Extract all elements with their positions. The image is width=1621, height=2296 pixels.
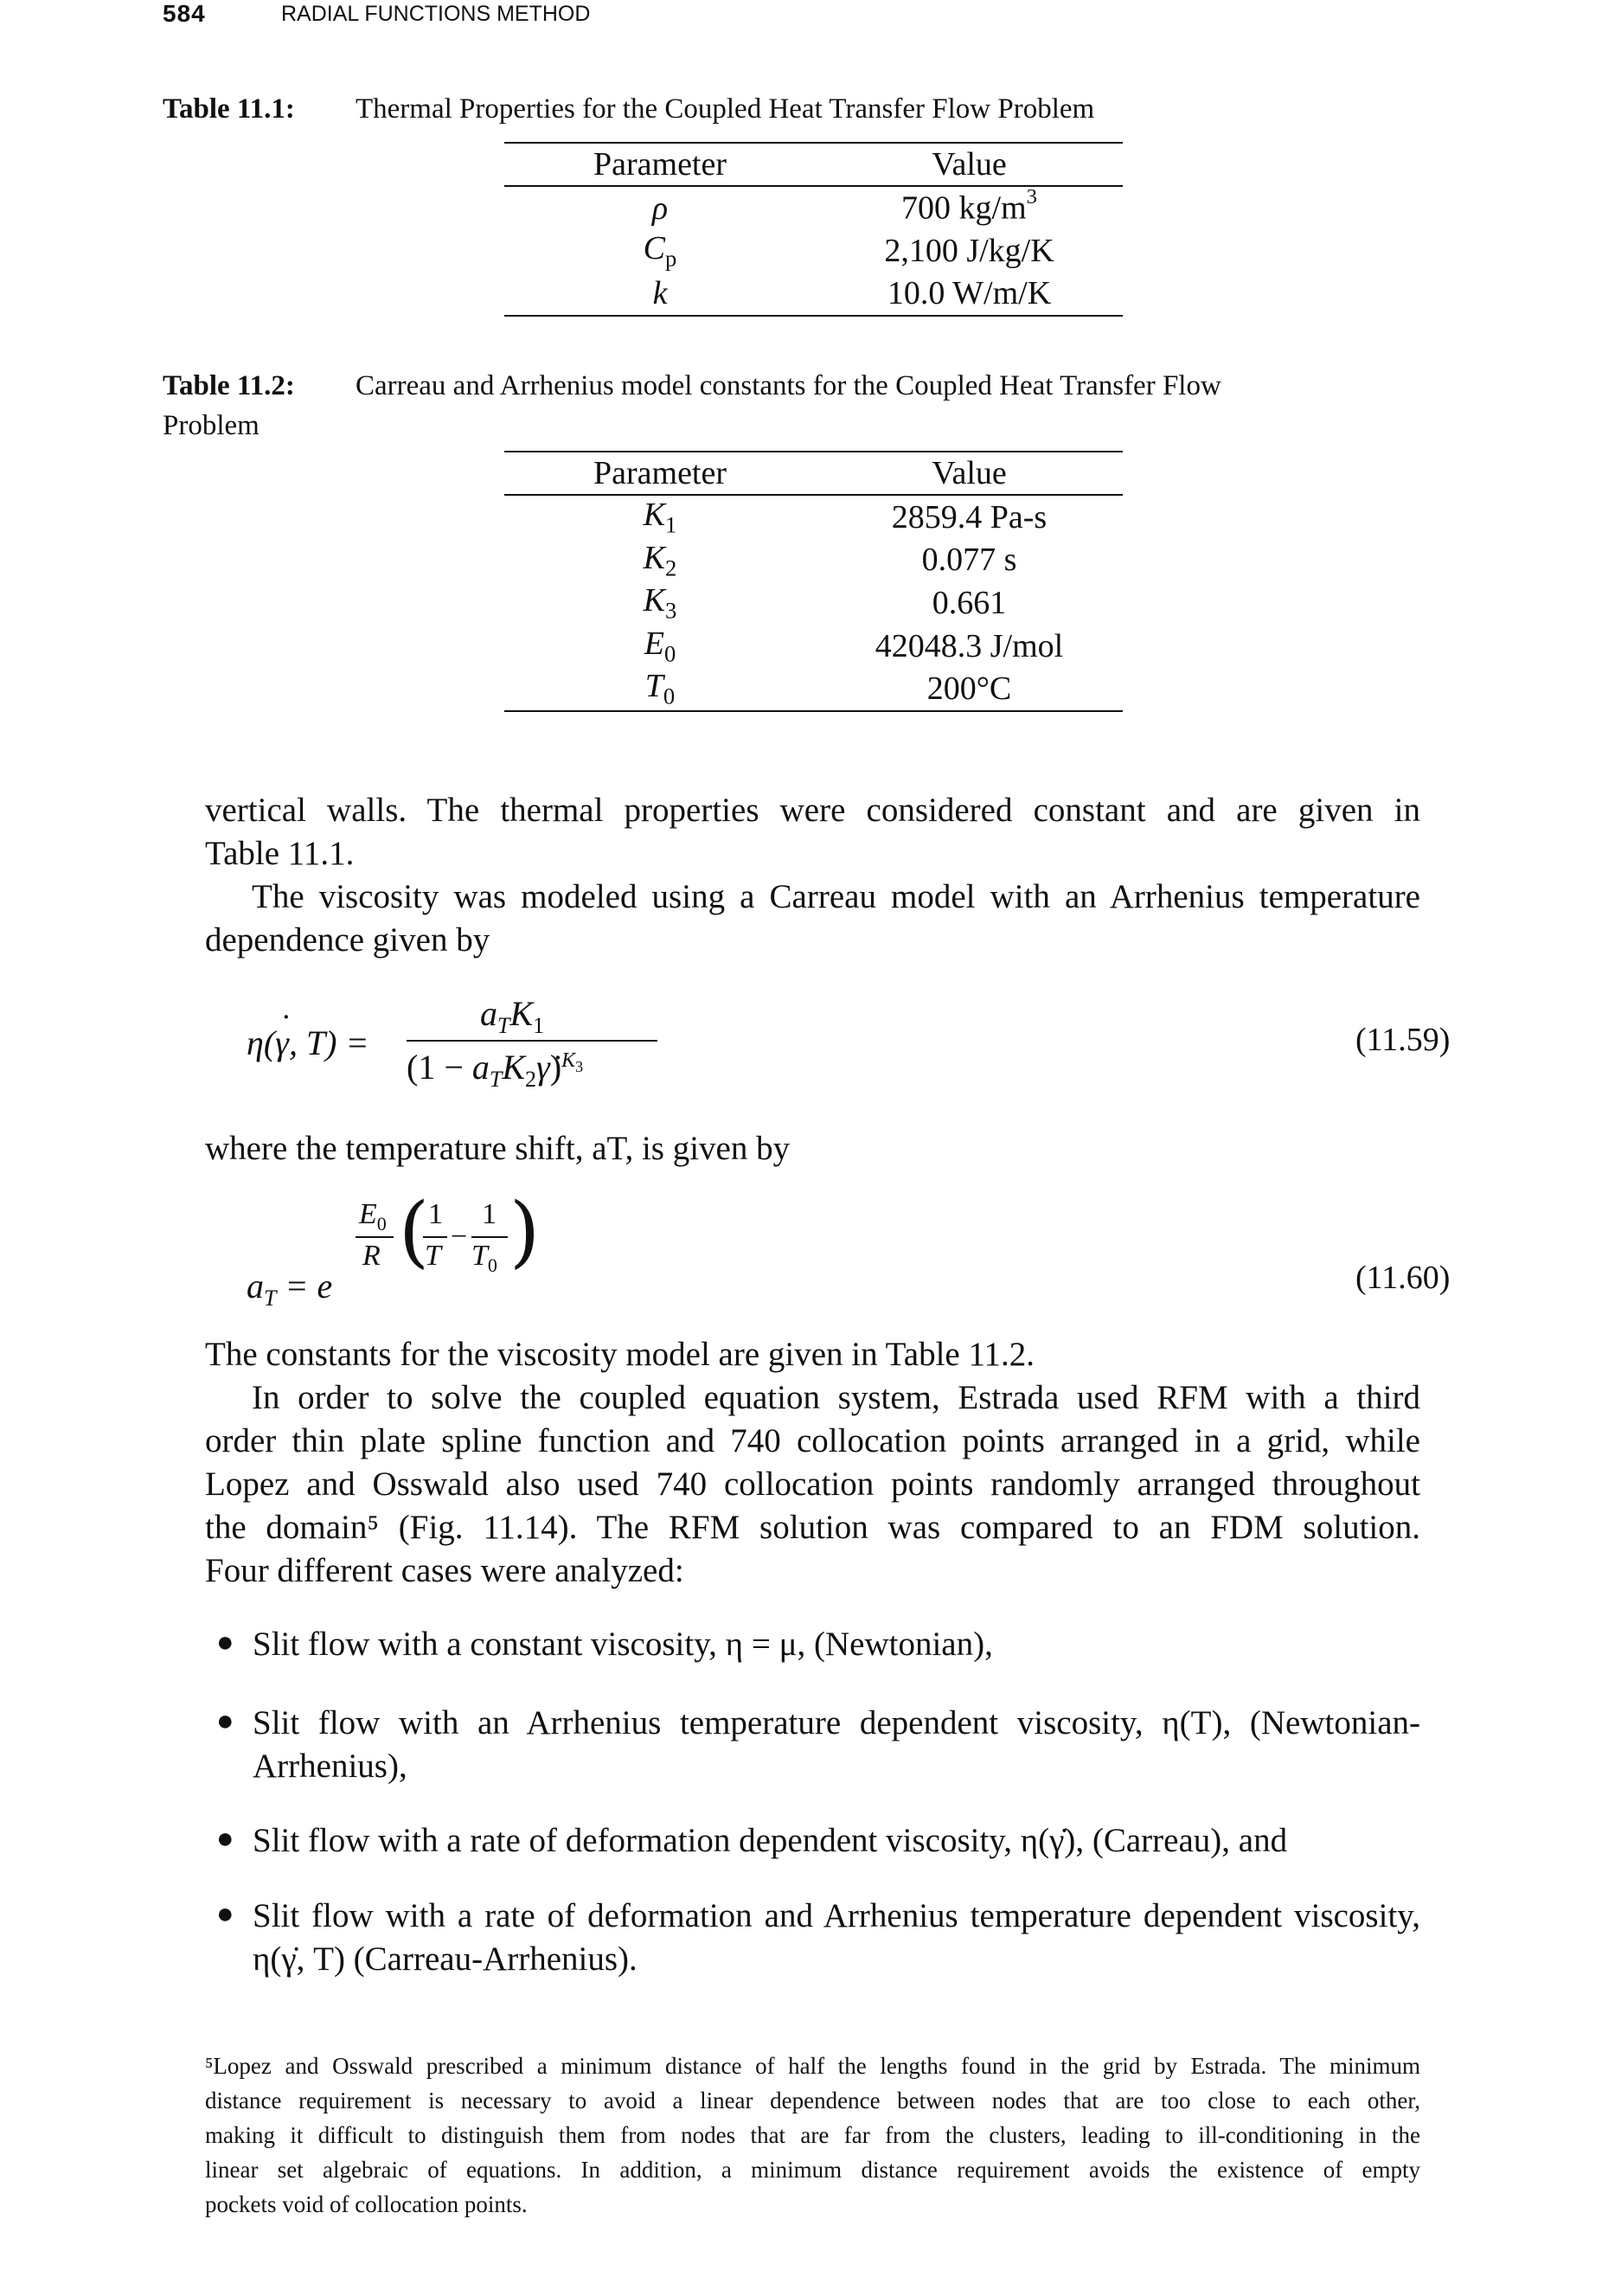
- table1-param-cp: Cp: [643, 230, 677, 272]
- table1-caption: Table 11.1:: [163, 93, 295, 125]
- list-item-continued: Arrhenius),: [253, 1748, 407, 1785]
- table2-label: Table 11.2:: [163, 370, 295, 401]
- bullet-icon: ●: [216, 1626, 234, 1658]
- footnote-line: pockets void of collocation points.: [205, 2191, 528, 2217]
- table1-label: Table 11.1:: [163, 93, 295, 125]
- table1-param-rho: ρ: [651, 189, 669, 227]
- footnote-line: ⁵Lopez and Osswald prescribed a minimum …: [205, 2053, 1420, 2079]
- table-row: k 10.0 W/m/K: [504, 272, 1123, 317]
- table1-value-cp: 2,100 J/kg/K: [884, 232, 1054, 269]
- equation-carreau: η(γ˙, T) = aTK1 (1 − aTK2γ̇)K3: [247, 994, 662, 1116]
- equation-number: (11.60): [1355, 1260, 1451, 1296]
- table2-caption-continued: Problem: [163, 410, 259, 441]
- table2-param-t0: T0: [504, 667, 816, 712]
- table2-value-k2: 0.077 s: [921, 542, 1017, 579]
- body-line: In order to solve the coupled equation s…: [252, 1379, 1420, 1416]
- table2-header-parameter: Parameter: [504, 452, 816, 496]
- list-item: Slit flow with an Arrhenius temperature …: [253, 1704, 1420, 1741]
- table-row: E0 42048.3 J/mol: [504, 625, 1123, 668]
- table2-value-t0: 200°C: [816, 667, 1123, 712]
- table2-value-k1: 2859.4 Pa-s: [891, 498, 1048, 536]
- table1: Parameter Value ρ 700 kg/m3 Cp 2,100 J/k…: [504, 142, 1123, 317]
- equation-number: (11.59): [1355, 1022, 1451, 1058]
- table-row: K3 0.661: [504, 581, 1123, 625]
- footnote-line: distance requirement is necessary to avo…: [205, 2088, 1420, 2113]
- body-line: Lopez and Osswald also used 740 collocat…: [205, 1465, 1420, 1503]
- bullet-icon: ●: [216, 1898, 234, 1930]
- table2: Parameter Value K1 2859.4 Pa-s K2 0.077 …: [504, 451, 1123, 712]
- table2-caption: Table 11.2:: [163, 370, 295, 402]
- list-item: Slit flow with a constant viscosity, η =…: [253, 1626, 993, 1663]
- table2-header-value: Value: [816, 452, 1123, 496]
- body-line: Table 11.1.: [205, 835, 355, 872]
- list-item: Slit flow with a rate of deformation and…: [253, 1897, 1420, 1934]
- body-line: vertical walls. The thermal properties w…: [205, 792, 1420, 829]
- equation-temperature-shift: aT = e E0 R ( 1 T − 1 T0 ): [247, 1186, 541, 1312]
- list-item: Slit flow with a rate of deformation dep…: [253, 1822, 1288, 1859]
- table-row: T0 200°C: [504, 667, 1123, 712]
- body-line: order thin plate spline function and 740…: [205, 1422, 1420, 1459]
- table2-caption-text: Carreau and Arrhenius model constants fo…: [356, 370, 1221, 401]
- body-line: The viscosity was modeled using a Carrea…: [252, 878, 1420, 915]
- table1-param-k: k: [504, 272, 816, 317]
- table2-param-k3: K3: [643, 582, 677, 624]
- table2-value-e0: 42048.3 J/mol: [875, 627, 1064, 664]
- footnote-line: making it difficult to distinguish them …: [205, 2122, 1420, 2148]
- body-line: Four different cases were analyzed:: [205, 1552, 684, 1589]
- table-row: Cp 2,100 J/kg/K: [504, 229, 1123, 273]
- list-item-continued: η(γ̇, T) (Carreau-Arrhenius).: [253, 1940, 638, 1978]
- table-row: K1 2859.4 Pa-s: [504, 495, 1123, 539]
- bullet-icon: ●: [216, 1823, 234, 1855]
- page-number: 584: [163, 0, 206, 27]
- footnote-line: linear set algebraic of equations. In ad…: [205, 2157, 1420, 2183]
- body-line: the domain⁵ (Fig. 11.14). The RFM soluti…: [205, 1509, 1420, 1546]
- table1-header-value: Value: [816, 143, 1123, 187]
- body-line: The constants for the viscosity model ar…: [205, 1336, 1035, 1373]
- bullet-icon: ●: [216, 1705, 234, 1737]
- table-row: K2 0.077 s: [504, 539, 1123, 582]
- table2-param-e0: E0: [644, 625, 676, 667]
- running-title: RADIAL FUNCTIONS METHOD: [281, 2, 591, 26]
- table2-param-k1: K1: [643, 497, 677, 538]
- table1-caption-text: Thermal Properties for the Coupled Heat …: [356, 93, 1095, 125]
- table1-header-parameter: Parameter: [504, 143, 816, 187]
- table2-param-k2: K2: [643, 539, 677, 581]
- body-line: dependence given by: [205, 921, 490, 959]
- table1-value-k: 10.0 W/m/K: [816, 272, 1123, 317]
- table2-value-k3: 0.661: [932, 584, 1007, 621]
- table-row: ρ 700 kg/m3: [504, 185, 1123, 229]
- body-line: where the temperature shift, aT, is give…: [205, 1130, 791, 1167]
- table1-value-rho: 700 kg/m3: [901, 185, 1037, 227]
